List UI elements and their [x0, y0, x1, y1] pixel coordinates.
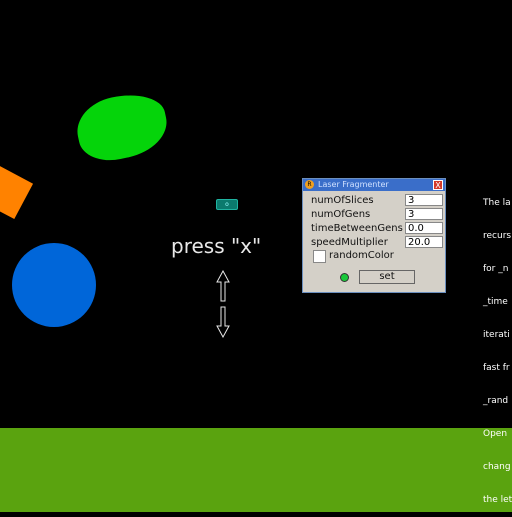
instructions-line: recurs: [483, 231, 512, 241]
speed-multiplier-input[interactable]: [405, 236, 443, 248]
field-label: timeBetweenGens: [311, 223, 403, 234]
instructions-line: Open: [483, 429, 508, 439]
blue-circle-shape: [12, 243, 96, 327]
random-color-checkbox[interactable]: [313, 250, 326, 263]
field-label: numOfSlices: [311, 195, 374, 206]
app-icon: R: [305, 180, 314, 189]
instructions-line: The la: [483, 198, 511, 208]
instructions-line: for _n: [483, 264, 509, 274]
instructions-line: iterati: [483, 330, 510, 340]
instructions-line: fast fr: [483, 363, 510, 373]
panel-title: Laser Fragmenter: [318, 180, 389, 189]
panel-titlebar[interactable]: R Laser Fragmenter X: [303, 179, 445, 191]
green-blob-shape: [71, 87, 173, 167]
press-hint: press "x": [171, 234, 262, 258]
close-button[interactable]: X: [433, 180, 443, 190]
instructions-line: _rand: [483, 396, 509, 406]
instructions-text: The la recurs for _n _time iterati fast …: [483, 176, 512, 517]
instructions-line: _time: [483, 297, 508, 307]
instructions-line: chang: [483, 462, 511, 472]
arrow-up-icon: [216, 270, 230, 302]
field-label: numOfGens: [311, 209, 371, 220]
random-color-label: randomColor: [329, 250, 394, 261]
arrow-down-icon: [216, 306, 230, 338]
time-between-gens-input[interactable]: [405, 222, 443, 234]
num-of-gens-input[interactable]: [405, 208, 443, 220]
instructions-line: the let: [483, 495, 512, 505]
num-of-slices-input[interactable]: [405, 194, 443, 206]
field-label: speedMultiplier: [311, 237, 388, 248]
player-chip-icon: o: [216, 199, 238, 210]
status-indicator-icon: [340, 273, 349, 282]
ground: [0, 428, 512, 512]
orange-shape: [0, 164, 34, 220]
laser-fragmenter-panel: R Laser Fragmenter X numOfSlices numOfGe…: [302, 178, 446, 293]
set-button[interactable]: set: [359, 270, 415, 284]
